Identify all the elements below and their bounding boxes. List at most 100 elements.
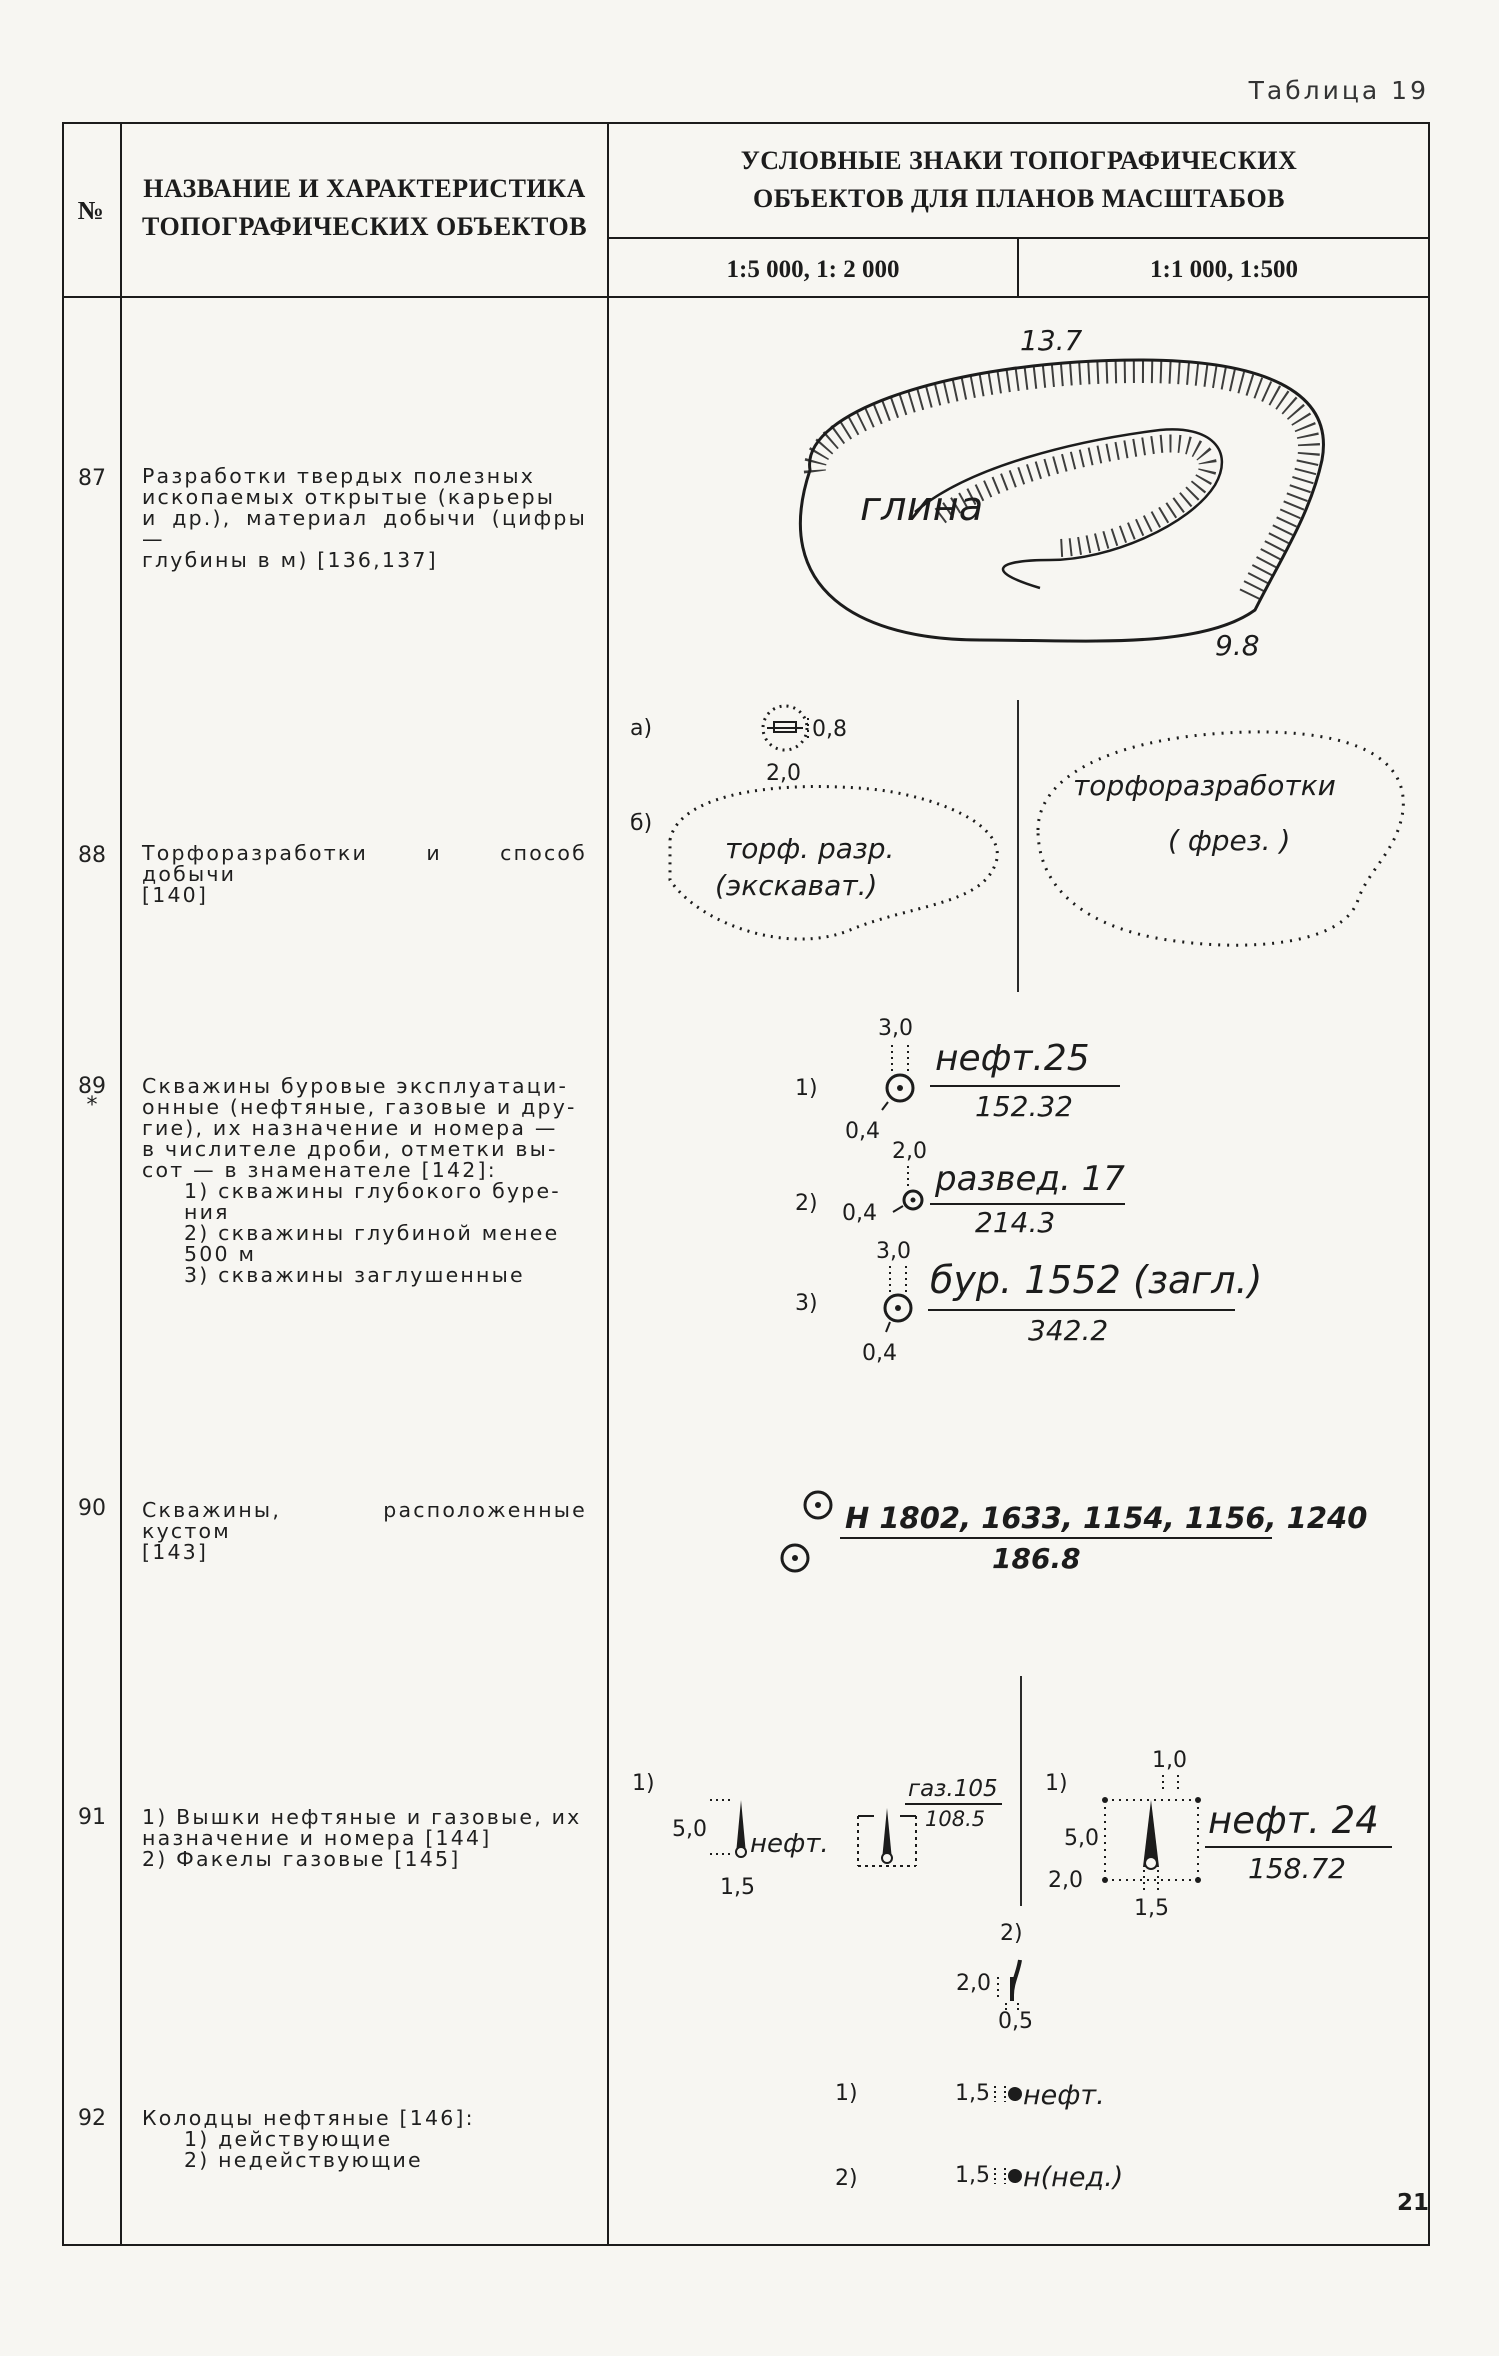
borehole-dim-04b: 0,4 [842, 1201, 877, 1226]
row-89-subline: 3) скважины заглушенные [184, 1263, 525, 1287]
quarry-depth-top: 13.7 [1020, 324, 1083, 357]
peat-symbol-large: торфоразработки ( фрез. ) [1036, 730, 1405, 947]
row-88-number: 88 [78, 843, 106, 868]
derrick-index-1b: 1) [1045, 1771, 1068, 1796]
peat-dim-a: 0,8 [812, 717, 847, 742]
quarry-symbol: 13.7 9.8 глина [798, 324, 1325, 662]
derrick-symbols-large: 1,0 1) 5,0 2,0 1,5 нефт. 24 158.72 2) 2,… [956, 1748, 1392, 2034]
borehole-dim-04c: 0,4 [862, 1341, 897, 1366]
header-signs-line-1: УСЛОВНЫЕ ЗНАКИ ТОПОГРАФИЧЕСКИХ [740, 146, 1298, 175]
derrick-dim-20a: 2,0 [1048, 1868, 1083, 1893]
header-number: № [77, 196, 105, 225]
peat-large-label-1: торфоразработки [1073, 769, 1336, 802]
row-89-line: гие), их назначение и номера — [142, 1116, 558, 1140]
row-89-subline: 1) скважины глубокого буре- [184, 1179, 561, 1203]
well-index-2: 2) [835, 2166, 858, 2191]
header-name-line-1: НАЗВАНИЕ И ХАРАКТЕРИСТИКА [143, 174, 586, 203]
borehole-dim-30b: 3,0 [876, 1239, 911, 1264]
borehole-val-1: 152.32 [975, 1090, 1073, 1123]
derrick-dim-15b: 1,5 [1134, 1896, 1169, 1921]
oil-well-symbols: 1) 1,5 нефт. 2) 1,5 н(нед.) [835, 2080, 1123, 2193]
quarry-material-label: глина [860, 484, 983, 530]
row-89-subline: 500 м [184, 1242, 257, 1266]
borehole-index-2: 2) [795, 1191, 818, 1216]
derrick-dim-50a: 5,0 [672, 1817, 707, 1842]
table-label: Таблица 19 [1248, 76, 1429, 105]
borehole-dim-20: 2,0 [892, 1139, 927, 1164]
row-92-line: Колодцы нефтяные [146]: [142, 2106, 475, 2130]
derrick-label-big: нефт. 24 [1208, 1799, 1379, 1842]
borehole-dim-04a: 0,4 [845, 1119, 880, 1144]
row-89-number: 89 * [62, 1074, 122, 1117]
cluster-elevation: 186.8 [992, 1542, 1081, 1575]
name-column-border [607, 122, 609, 2246]
derrick-gas-value: 108.5 [925, 1807, 985, 1831]
row-90-line: [143] [142, 1540, 209, 1564]
header-name-line-2: ТОПОГРАФИЧЕСКИХ ОБЪЕКТОВ [141, 212, 588, 241]
peat-symbol-small: а) 0,8 2,0 б) торф. разр. (экскават.) [630, 704, 999, 941]
well-dim-2: 1,5 [955, 2163, 990, 2188]
derrick-dim-15a: 1,5 [720, 1875, 755, 1900]
peat-large-label-2: ( фрез. ) [1168, 824, 1290, 857]
peat-small-label-2: (экскават.) [715, 869, 877, 902]
header-signs: УСЛОВНЫЕ ЗНАКИ ТОПОГРАФИЧЕСКИХ ОБЪЕКТОВ … [609, 142, 1429, 218]
page-number: 21 [1396, 2190, 1429, 2216]
derrick-label-small: нефт. [750, 1829, 829, 1859]
borehole-index-3: 3) [795, 1291, 818, 1316]
quarry-depth-bottom: 9.8 [1215, 629, 1260, 662]
row-87-line: глубины в м) [136,137] [142, 548, 438, 572]
row-90-line: Скважины, расположенные кустом [142, 1498, 587, 1543]
number-column-border [120, 122, 122, 2246]
row-89-line: сот — в знаменателе [142]: [142, 1158, 497, 1182]
derrick-gas-label: газ.105 [908, 1776, 998, 1802]
derrick-dim-10: 1,0 [1152, 1748, 1187, 1773]
borehole-num-1: нефт.25 [935, 1038, 1090, 1079]
well-dim-1: 1,5 [955, 2081, 990, 2106]
row-91-scale-divider [1020, 1676, 1022, 1906]
row-92-subline: 2) недействующие [184, 2148, 423, 2172]
well-label-1: нефт. [1023, 2080, 1105, 2111]
derrick-symbols-small: 1) 5,0 1,5 нефт. газ.105 108.5 [632, 1771, 1002, 1900]
flare-dim-05: 0,5 [998, 2009, 1033, 2034]
row-91-line: 1) Вышки нефтяные и газовые, их [142, 1805, 582, 1829]
table-left-border [62, 122, 64, 2246]
header-scale-1: 1:5 000, 1: 2 000 [726, 256, 900, 283]
flare-index-2: 2) [1000, 1921, 1023, 1946]
header-signs-line-2: ОБЪЕКТОВ ДЛЯ ПЛАНОВ МАСШТАБОВ [752, 184, 1286, 213]
flare-dim-20: 2,0 [956, 1971, 991, 1996]
borehole-cluster-symbol: Н 1802, 1633, 1154, 1156, 1240 186.8 [780, 1490, 1367, 1575]
row-89-line: онные (нефтяные, газовые и дру- [142, 1095, 577, 1119]
row-89-line: Скважины буровые эксплуатаци- [142, 1074, 569, 1098]
row-90-description: Скважины, расположенные кустом [143] [142, 1500, 587, 1563]
row-89-description: Скважины буровые эксплуатаци- онные (неф… [142, 1076, 587, 1286]
row-92-number: 92 [78, 2106, 106, 2131]
header-bottom-border [62, 296, 1430, 298]
borehole-dim-30a: 3,0 [878, 1016, 913, 1041]
peat-label-b: б) [630, 811, 652, 836]
row-87-line: Разработки твердых полезных [142, 464, 536, 488]
row-89-number-value: 89 [78, 1074, 106, 1099]
row-87-number: 87 [78, 466, 106, 491]
borehole-num-3: бур. 1552 (загл.) [930, 1258, 1262, 1302]
row-87-line: ископаемых открытые (карьеры [142, 485, 556, 509]
scale-column-border [1017, 237, 1019, 297]
header-scale-2: 1:1 000, 1:500 [1150, 256, 1298, 283]
well-index-1: 1) [835, 2081, 858, 2106]
header-name: НАЗВАНИЕ И ХАРАКТЕРИСТИКА ТОПОГРАФИЧЕСКИ… [122, 170, 607, 246]
row-92-description: Колодцы нефтяные [146]: 1) действующие 2… [142, 2108, 587, 2171]
well-label-2: н(нед.) [1023, 2162, 1123, 2193]
row-91-number: 91 [78, 1805, 106, 1830]
row-88-line: [140] [142, 883, 209, 907]
table-top-border [62, 122, 1430, 124]
row-89-subline: 2) скважины глубиной менее [184, 1221, 560, 1245]
row-88-line: Торфоразработки и способ добычи [142, 841, 587, 886]
peat-small-label-1: торф. разр. [725, 832, 894, 865]
row-91-description: 1) Вышки нефтяные и газовые, их назначен… [142, 1807, 587, 1870]
row-88-scale-divider [1017, 700, 1019, 992]
borehole-index-1: 1) [795, 1076, 818, 1101]
borehole-val-3: 342.2 [1028, 1314, 1108, 1347]
row-91-line: назначение и номера [144] [142, 1826, 492, 1850]
peat-label-a: а) [630, 716, 652, 741]
scale-divider [608, 237, 1430, 239]
borehole-val-2: 214.3 [975, 1206, 1055, 1239]
